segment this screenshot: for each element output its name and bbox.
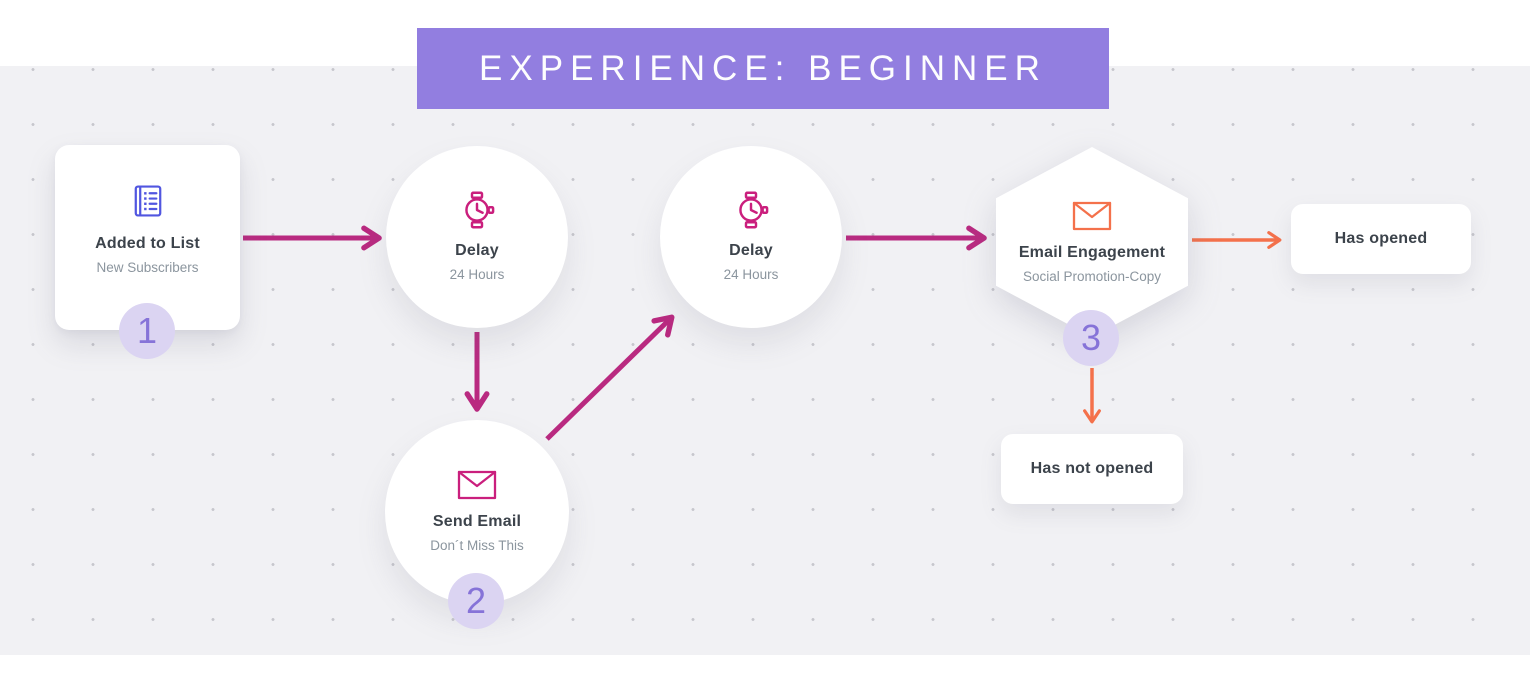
watch-icon: [465, 191, 495, 229]
node-subtitle: Don´t Miss This: [430, 538, 524, 554]
node-subtitle: 24 Hours: [449, 267, 505, 283]
experience-banner: EXPERIENCE: BEGINNER: [417, 28, 1109, 109]
step-badge-2: 2: [448, 573, 504, 629]
envelope-icon: [1072, 202, 1112, 231]
step-badge-1: 1: [119, 303, 175, 359]
step-badge-3: 3: [1063, 310, 1119, 366]
node-delay-1[interactable]: Delay 24 Hours: [386, 146, 568, 328]
node-subtitle: New Subscribers: [96, 259, 199, 275]
watch-icon: [739, 191, 769, 229]
envelope-icon: [457, 471, 497, 500]
node-title: Delay: [729, 242, 773, 260]
node-title: Send Email: [432, 513, 522, 531]
node-title: Email Engagement: [1018, 244, 1166, 262]
node-delay-2[interactable]: Delay 24 Hours: [660, 146, 842, 328]
node-email-engagement[interactable]: Email Engagement Social Promotion-Copy: [996, 147, 1188, 337]
node-subtitle: 24 Hours: [723, 267, 779, 283]
hexagon-shape: Email Engagement Social Promotion-Copy: [996, 147, 1188, 337]
node-added-to-list[interactable]: Added to List New Subscribers: [55, 145, 240, 330]
list-icon: [134, 185, 161, 217]
node-subtitle: Social Promotion-Copy: [1022, 269, 1162, 285]
node-title: Added to List: [95, 234, 200, 252]
banner-title: EXPERIENCE: BEGINNER: [479, 48, 1047, 88]
node-has-not-opened[interactable]: Has not opened: [1001, 434, 1183, 504]
node-has-opened[interactable]: Has opened: [1291, 204, 1471, 274]
node-title: Has opened: [1334, 230, 1428, 247]
node-title: Delay: [455, 242, 499, 260]
node-title: Has not opened: [1030, 460, 1154, 477]
